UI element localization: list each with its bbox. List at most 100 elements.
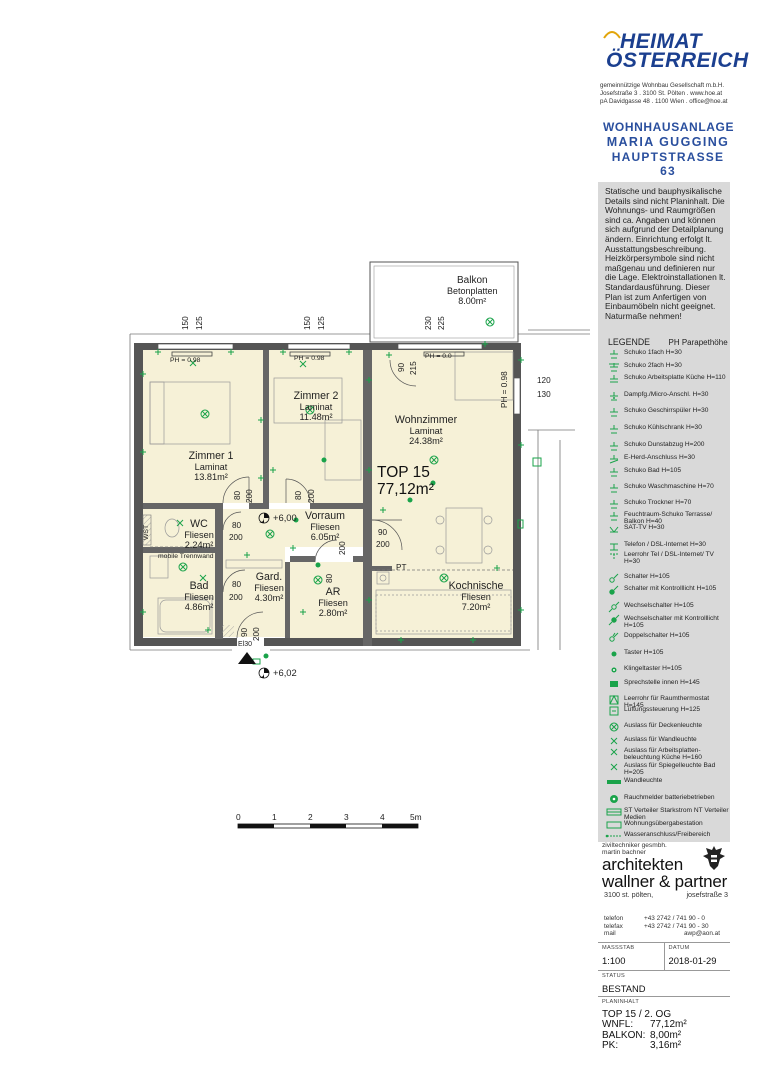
plan-content-cell: PLANINHALT TOP 15 / 2. OG WNFL:77,12m² B… xyxy=(598,997,730,1054)
dim-wc-80: 80 xyxy=(232,521,242,530)
wnfl-value: 77,12m² xyxy=(650,1019,687,1030)
dim-wz-90: 90 xyxy=(378,528,388,537)
contact-value: awp@aon.at xyxy=(684,930,720,938)
verteiler-icon xyxy=(604,806,624,818)
contact-label: mail xyxy=(604,930,616,938)
legend-item-label: Schuko Geschirrspüler H=30 xyxy=(624,407,709,414)
legend-item: Wasseranschluss/Freibereich xyxy=(604,830,730,842)
dampfg-icon xyxy=(604,390,624,402)
scale-label: 2 xyxy=(308,812,313,822)
legend-item: Taster H=105 xyxy=(604,648,730,660)
room-floor: Laminat xyxy=(194,462,228,472)
scale-label: 3 xyxy=(344,812,349,822)
trennwand-label: mobile Trennwand xyxy=(158,553,214,560)
room-garderobe: Gard. Fliesen 4.30m² xyxy=(244,571,294,603)
wandleuchte-icon xyxy=(604,735,624,747)
geschirrspueler-icon xyxy=(604,406,624,418)
legend-item: Schuko Bad H=105 xyxy=(604,466,730,478)
architect-name-1: architekten xyxy=(602,855,683,874)
schuko-arbeitsplatte-icon xyxy=(604,373,624,385)
floor-plan-drawing xyxy=(129,261,590,829)
legend-item-label: Wechselschalter mit Kontrolllicht H=105 xyxy=(624,615,719,630)
legend-item-label: Wasseranschluss/Freibereich xyxy=(624,831,711,838)
company-address: gemeinnützige Wohnbau Gesellschaft m.b.H… xyxy=(600,82,740,107)
elevation-level-2: +6,02 xyxy=(273,667,297,678)
pk-label: PK: xyxy=(602,1040,619,1051)
windows xyxy=(157,343,521,415)
room-zimmer-1: Zimmer 1 Laminat 13.81m² xyxy=(176,450,246,482)
legend-item-label: Auslass für Arbeitsplatten-beleuchtung K… xyxy=(624,747,702,762)
legend-item: Wechselschalter H=105 xyxy=(604,601,730,613)
elevation-level-1: +6,00 xyxy=(273,512,297,523)
dim-window-2b: 125 xyxy=(317,316,326,330)
dim-right-130: 130 xyxy=(537,390,551,399)
legend-item: Wohnungsübergabestation xyxy=(604,819,730,831)
room-floor: Laminat xyxy=(409,426,443,436)
architect-contact: telefon+43 2742 / 741 90 - 0 telefax+43 … xyxy=(604,915,728,938)
legend-item: Leerrohr Tel / DSL-Internet/ TV H=30 xyxy=(604,550,730,565)
wechselschalter-kontroll-icon xyxy=(604,614,624,626)
date-label: DATUM xyxy=(668,945,690,951)
legend-item-label: Wohnungsübergabestation xyxy=(624,820,703,827)
architect-small: ziviltechniker gesmbh. martin bachner xyxy=(602,842,667,857)
architect-small-line: ziviltechniker gesmbh. xyxy=(602,842,667,849)
legend-item: Schuko 2fach H=30 xyxy=(604,361,730,373)
room-floor: Fliesen xyxy=(461,592,491,602)
scale-cell: MASSSTAB 1:100 xyxy=(598,943,664,970)
doppelschalter-icon xyxy=(604,631,624,643)
electrical-dots xyxy=(263,457,436,659)
legend-item: Schuko Kühlschrank H=30 xyxy=(604,423,730,435)
legend-item: Schuko Dunstabzug H=200 xyxy=(604,440,730,452)
architect-address: 3100 st. pölten, josefstraße 3 xyxy=(604,890,728,899)
legend-item: E-Herd-Anschluss H=30 xyxy=(604,453,730,465)
legend-item: Auslass für Deckenleuchte xyxy=(604,721,730,733)
top-name: TOP 15 xyxy=(377,464,430,481)
project-line-1: WOHNHAUSANLAGE xyxy=(603,120,735,134)
ph-label: PH = 0.98 xyxy=(500,371,509,408)
legend-item-label: Schuko Kühlschrank H=30 xyxy=(624,424,702,431)
electrical-symbols xyxy=(140,317,542,665)
dim-window-1a: 150 xyxy=(181,316,190,330)
project-line-2: MARIA GUGGING xyxy=(606,135,730,149)
legend-item-label: Wandleuchte xyxy=(624,777,663,784)
title-block: ziviltechniker gesmbh. martin bachner ar… xyxy=(598,842,730,1080)
legend-item-label: Klingeltaster H=105 xyxy=(624,665,682,672)
legend-item: Auslass für Wandleuchte xyxy=(604,735,730,747)
date-value: 2018-01-29 xyxy=(668,955,717,966)
schalter-kontrolllicht-icon xyxy=(604,584,624,596)
legend-item: Schuko Waschmaschine H=70 xyxy=(604,482,730,494)
scale-label: MASSSTAB xyxy=(602,945,635,951)
dim-wc-200: 200 xyxy=(229,533,243,542)
legend-item-label: SAT-TV H=30 xyxy=(624,524,665,531)
legend-item-label: Feuchtraum-Schuko Terrasse/ Balkon H=40 xyxy=(624,511,713,526)
e-herd-icon xyxy=(604,453,624,465)
shafts xyxy=(142,514,234,637)
room-name: Gard. xyxy=(255,571,283,583)
klingeltaster-icon xyxy=(604,664,624,676)
ph-label: PH = 0.98 xyxy=(170,357,201,364)
legend-item: Schuko Geschirrspüler H=30 xyxy=(604,406,730,418)
architect-small-line: martin bachner xyxy=(602,849,646,857)
room-name: Bad xyxy=(189,580,209,592)
legend-item: Schalter H=105 xyxy=(604,572,730,584)
spiegelleuchte-icon xyxy=(604,761,624,773)
sprechstelle-icon xyxy=(604,678,624,690)
project-title: WOHNHAUSANLAGE MARIA GUGGING HAUPTSTRASS… xyxy=(603,120,733,178)
balkon-area-value: 8,00m² xyxy=(650,1029,682,1041)
dim-window-1b: 125 xyxy=(195,316,204,330)
legend-item-label: Schuko Trockner H=70 xyxy=(624,499,692,506)
architect-city: 3100 st. pölten, xyxy=(604,890,654,899)
room-floor: Fliesen xyxy=(318,598,348,608)
status-value: BESTAND xyxy=(602,983,646,994)
legend-ph: PH Parapethöhe xyxy=(668,338,728,347)
pk-row: PK:3,16m² xyxy=(602,1040,726,1052)
scale-label: 1 xyxy=(272,812,277,822)
room-name: Zimmer 2 xyxy=(293,390,339,402)
contact-label: telefax xyxy=(604,922,623,930)
contact-value: +43 2742 / 741 90 - 30 xyxy=(644,922,709,930)
legend-item: Klingeltaster H=105 xyxy=(604,664,730,676)
legend-item-label: Schuko Arbeitsplatte Küche H=110 xyxy=(624,374,726,381)
architect-name-2: wallner & partner xyxy=(602,872,728,891)
legend-item-label: Schuko 2fach H=30 xyxy=(624,362,682,369)
room-name: Vorraum xyxy=(304,510,346,522)
